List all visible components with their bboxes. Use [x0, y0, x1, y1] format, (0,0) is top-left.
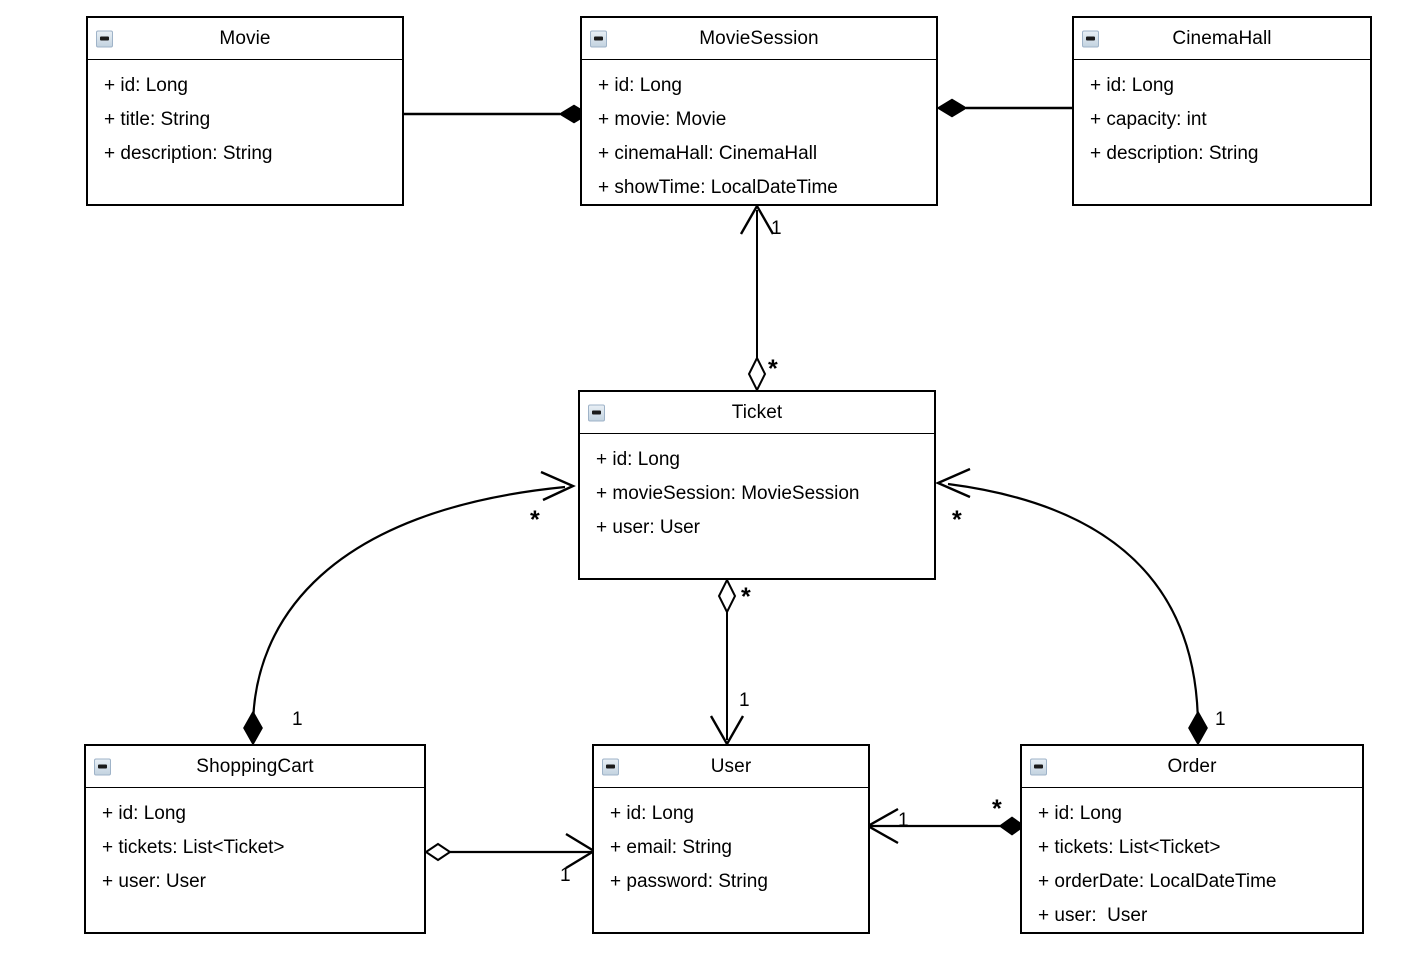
class-name-order: Order — [1167, 756, 1217, 777]
hollow-diamond-marker — [717, 577, 737, 615]
relation-shoppingcart-user — [424, 832, 597, 870]
edge-label-ticket-user-one: 1 — [739, 690, 750, 711]
attribute-row: + id: Long — [598, 75, 682, 96]
class-box-movie[interactable]: Movie + id: Long + title: String + descr… — [86, 16, 404, 206]
attribute-row: + orderDate: LocalDateTime — [1038, 871, 1277, 892]
minus-box-icon[interactable] — [602, 758, 619, 775]
class-name-shoppingcart: ShoppingCart — [196, 756, 314, 777]
class-name-ticket: Ticket — [731, 402, 783, 423]
attribute-row: + movie: Movie — [598, 109, 727, 130]
class-header-moviesession: MovieSession — [582, 18, 936, 60]
edge-label-moviesession-ticket-many: * — [768, 355, 778, 383]
attribute-row: + email: String — [610, 837, 732, 858]
class-header-cinemahall: CinemaHall — [1074, 18, 1370, 60]
attribute-row: + id: Long — [1090, 75, 1174, 96]
minus-box-icon[interactable] — [96, 30, 113, 47]
attribute-row: + tickets: List<Ticket> — [1038, 837, 1221, 858]
class-box-user[interactable]: User + id: Long + email: String + passwo… — [592, 744, 870, 934]
relation-order-ticket — [935, 467, 1208, 746]
class-header-shoppingcart: ShoppingCart — [86, 746, 424, 788]
attribute-row: + showTime: LocalDateTime — [598, 177, 838, 198]
hollow-diamond-marker — [747, 355, 767, 393]
edge-label-shoppingcart-ticket-one: 1 — [292, 709, 303, 730]
edge-label-shoppingcart-ticket-many: * — [530, 506, 540, 534]
minus-glyph — [100, 36, 109, 41]
edge-label-shoppingcart-user-one: 1 — [560, 865, 571, 886]
open-arrow-marker — [709, 715, 745, 747]
open-arrow-marker — [565, 832, 597, 870]
class-name-movie: Movie — [219, 28, 271, 49]
class-box-shoppingcart[interactable]: ShoppingCart + id: Long + tickets: List<… — [84, 744, 426, 934]
open-arrow-marker — [935, 467, 971, 499]
class-box-moviesession[interactable]: MovieSession + id: Long + movie: Movie +… — [580, 16, 938, 206]
filled-diamond-marker — [1188, 710, 1208, 746]
class-attributes-movie: + id: Long + title: String + description… — [88, 60, 402, 171]
class-box-ticket[interactable]: Ticket + id: Long + movieSession: MovieS… — [578, 390, 936, 580]
attribute-row: + id: Long — [610, 803, 694, 824]
attribute-row: + cinemaHall: CinemaHall — [598, 143, 818, 164]
minus-glyph — [606, 764, 615, 769]
minus-box-icon[interactable] — [588, 404, 605, 421]
attribute-row: + user: User — [596, 517, 701, 538]
edge-label-order-ticket-one: 1 — [1215, 709, 1226, 730]
relation-shoppingcart-ticket — [243, 470, 576, 746]
open-arrow-marker — [739, 203, 775, 235]
class-header-ticket: Ticket — [580, 392, 934, 434]
attribute-row: + id: Long — [102, 803, 186, 824]
attribute-row: + id: Long — [104, 75, 188, 96]
class-header-order: Order — [1022, 746, 1362, 788]
class-attributes-user: + id: Long + email: String + password: S… — [594, 788, 868, 899]
edge-label-user-order-many: * — [992, 795, 1002, 823]
minus-box-icon[interactable] — [1030, 758, 1047, 775]
attribute-row: + capacity: int — [1090, 109, 1207, 130]
class-attributes-order: + id: Long + tickets: List<Ticket> + ord… — [1022, 788, 1362, 933]
open-arrow-marker — [865, 807, 899, 845]
open-arrow-marker — [540, 470, 576, 502]
class-box-order[interactable]: Order + id: Long + tickets: List<Ticket>… — [1020, 744, 1364, 934]
minus-box-icon[interactable] — [590, 30, 607, 47]
minus-glyph — [98, 764, 107, 769]
minus-glyph — [1034, 764, 1043, 769]
attribute-row: + tickets: List<Ticket> — [102, 837, 285, 858]
class-name-user: User — [710, 756, 752, 777]
attribute-row: + id: Long — [596, 449, 680, 470]
attribute-row: + password: String — [610, 871, 768, 892]
attribute-row: + user: User — [102, 871, 207, 892]
attribute-row: + movieSession: MovieSession — [596, 483, 860, 504]
minus-glyph — [1086, 36, 1095, 41]
minus-glyph — [592, 410, 601, 415]
class-name-cinemahall: CinemaHall — [1172, 28, 1272, 49]
class-header-movie: Movie — [88, 18, 402, 60]
edge-label-moviesession-ticket-one: 1 — [771, 218, 782, 239]
attribute-row: + user: User — [1038, 905, 1148, 926]
relation-movie-moviesession — [404, 104, 590, 124]
class-attributes-ticket: + id: Long + movieSession: MovieSession … — [580, 434, 934, 545]
class-header-user: User — [594, 746, 868, 788]
class-name-moviesession: MovieSession — [699, 28, 819, 49]
edge-label-ticket-user-many: * — [741, 583, 751, 611]
hollow-diamond-marker — [424, 842, 452, 862]
attribute-row: + id: Long — [1038, 803, 1122, 824]
edge-label-user-order-one: 1 — [898, 810, 909, 831]
class-attributes-cinemahall: + id: Long + capacity: int + description… — [1074, 60, 1370, 171]
attribute-row: + description: String — [1090, 143, 1259, 164]
class-box-cinemahall[interactable]: CinemaHall + id: Long + capacity: int + … — [1072, 16, 1372, 206]
relation-cinemahall-moviesession — [936, 98, 1072, 118]
minus-glyph — [594, 36, 603, 41]
relation-ticket-user — [709, 577, 745, 747]
attribute-row: + title: String — [104, 109, 211, 130]
edge-label-order-ticket-many: * — [952, 506, 962, 534]
minus-box-icon[interactable] — [94, 758, 111, 775]
minus-box-icon[interactable] — [1082, 30, 1099, 47]
class-attributes-shoppingcart: + id: Long + tickets: List<Ticket> + use… — [86, 788, 424, 899]
attribute-row: + description: String — [104, 143, 273, 164]
class-attributes-moviesession: + id: Long + movie: Movie + cinemaHall: … — [582, 60, 936, 205]
filled-diamond-marker — [243, 710, 263, 746]
filled-diamond-marker — [936, 98, 968, 118]
